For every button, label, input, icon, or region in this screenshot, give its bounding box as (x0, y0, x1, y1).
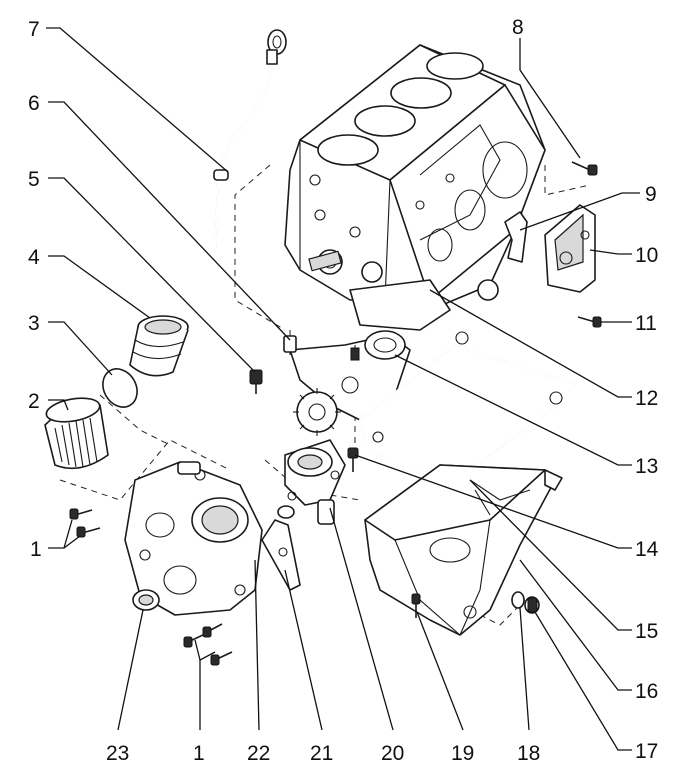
callout-23: 23 (106, 742, 129, 765)
oil-pump (283, 330, 411, 421)
callout-7: 7 (28, 18, 40, 41)
callout-18: 18 (517, 742, 540, 765)
callout-9: 9 (645, 183, 657, 206)
oil-filter-cap (129, 315, 189, 377)
callout-20: 20 (381, 742, 404, 765)
cover-bolts-upper (69, 508, 101, 538)
callout-21: 21 (310, 742, 333, 765)
callout-13: 13 (635, 455, 658, 478)
o-ring-seal (102, 368, 138, 408)
bolt-15 (347, 447, 359, 472)
crankshaft-seal (132, 589, 160, 611)
drain-plug-washer (511, 591, 525, 609)
oil-pump-cover (284, 439, 346, 525)
callout-2: 2 (28, 390, 40, 413)
cylinder-block (284, 44, 546, 331)
bolt-5 (249, 369, 263, 394)
callout-1-left: 1 (30, 538, 42, 561)
leader-lines (46, 27, 640, 751)
oil-pan (364, 464, 563, 636)
gasket-9 (504, 211, 528, 263)
callout-labels: 7 6 5 4 3 2 1 8 9 10 11 12 13 14 15 16 1… (28, 16, 659, 765)
callout-8: 8 (512, 16, 524, 39)
callout-19: 19 (451, 742, 474, 765)
callout-11: 11 (635, 312, 657, 335)
dipstick-guide-tube (213, 29, 287, 256)
callout-4: 4 (28, 246, 40, 269)
bracket-10 (544, 204, 596, 293)
oil-level-sender (411, 593, 421, 618)
bolt-11 (577, 316, 602, 328)
callout-15: 15 (635, 620, 658, 643)
oil-pan-gasket (358, 331, 577, 480)
callout-3: 3 (28, 312, 40, 335)
callout-5: 5 (28, 168, 40, 191)
callout-14: 14 (635, 538, 659, 561)
callout-17: 17 (635, 740, 658, 763)
callout-1-bottom: 1 (193, 742, 205, 765)
drain-plug (524, 596, 540, 614)
cover-bolts-lower (183, 623, 233, 666)
callout-12: 12 (635, 387, 658, 410)
pickup-bracket (261, 505, 301, 591)
callout-22: 22 (247, 742, 270, 765)
oil-filter-element (44, 397, 109, 470)
bolt-8 (571, 161, 598, 176)
oil-pump-sprocket (293, 388, 341, 436)
callout-10: 10 (635, 244, 658, 267)
timing-cover (124, 461, 263, 616)
callout-6: 6 (28, 92, 40, 115)
callout-16: 16 (635, 680, 658, 703)
